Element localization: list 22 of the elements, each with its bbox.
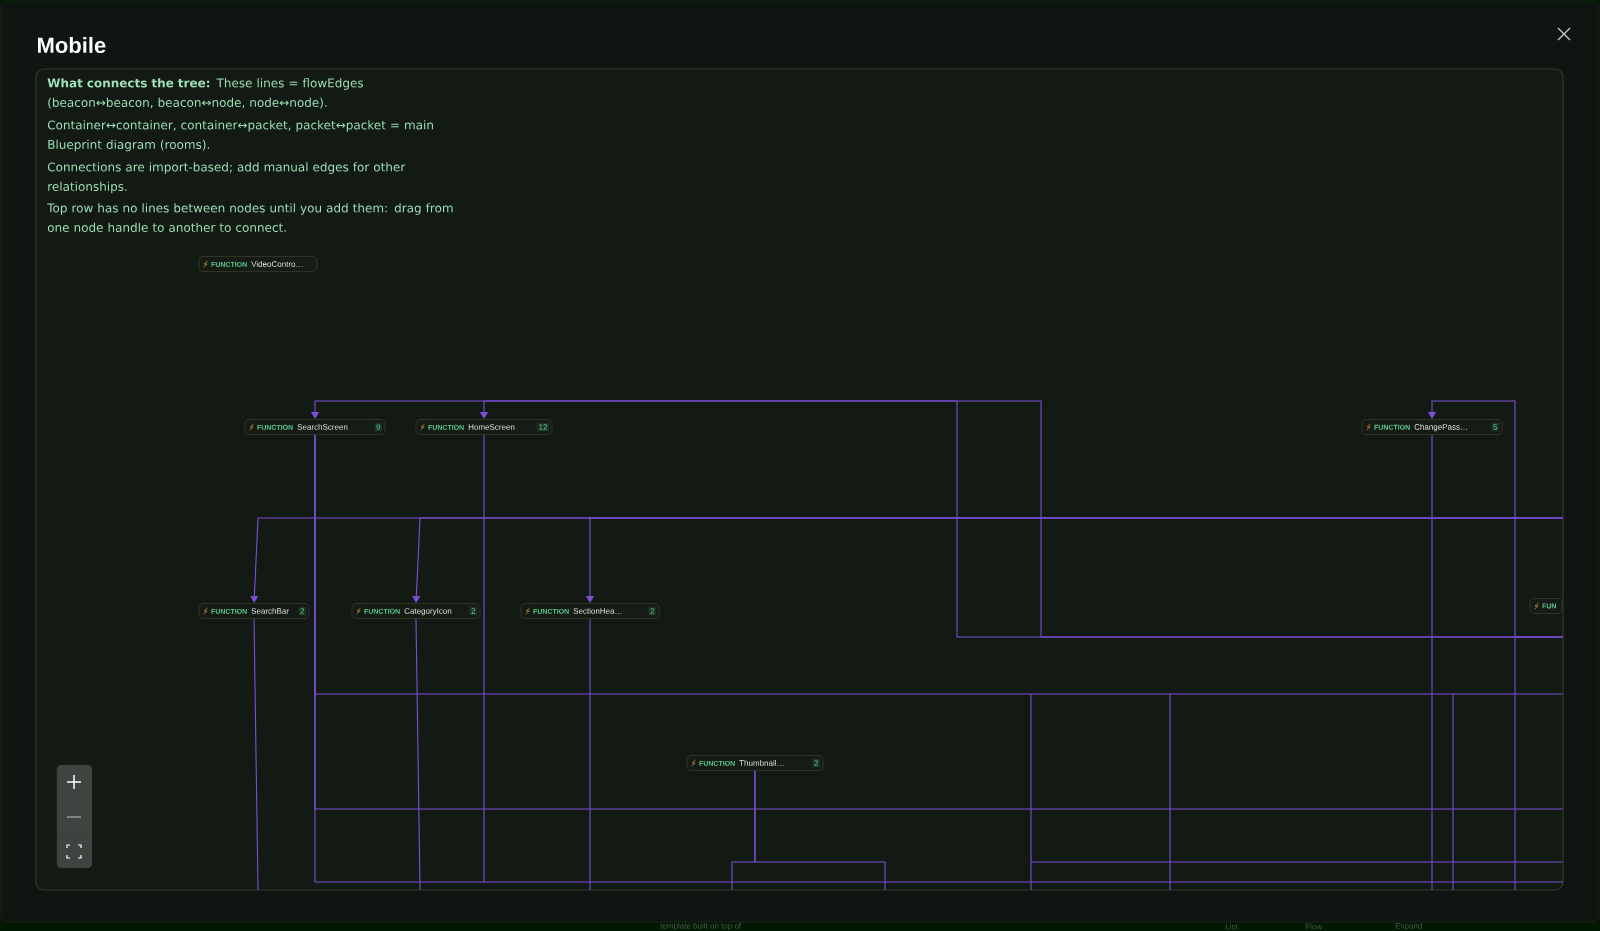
count-badge: 9 — [374, 422, 382, 432]
count-badge: 12 — [537, 422, 549, 432]
info-text: Container↔container, container↔packet, packet↔packet = main Blueprint diagram (rooms). — [47, 120, 433, 152]
dialog-title: Mobile — [38, 36, 106, 54]
connector — [483, 434, 485, 883]
info-text: Connections are import-based; add manual edges for other relationships. — [47, 162, 406, 194]
background-text: Flow — [1305, 923, 1323, 930]
connector — [253, 618, 259, 891]
connector — [314, 434, 1564, 810]
connector — [415, 618, 421, 891]
background-text: List — [1225, 923, 1238, 930]
count-badge: 2 — [298, 606, 306, 616]
connector — [589, 618, 591, 891]
count-badge: 2 — [469, 606, 477, 616]
info-text: What connects the tree: These lines = flowEdges (beacon↔beacon, beacon↔node, node↔node). — [47, 78, 364, 109]
count-badge: 2 — [812, 758, 820, 768]
connector — [754, 770, 886, 891]
connector — [1431, 434, 1433, 891]
info-text: Top row has no lines between nodes until you add them: drag from one node handle to another to connect. — [47, 203, 453, 232]
count-badge: 5 — [1491, 422, 1499, 432]
count-badge: 2 — [648, 606, 656, 616]
background-text: Expand — [1395, 922, 1422, 931]
